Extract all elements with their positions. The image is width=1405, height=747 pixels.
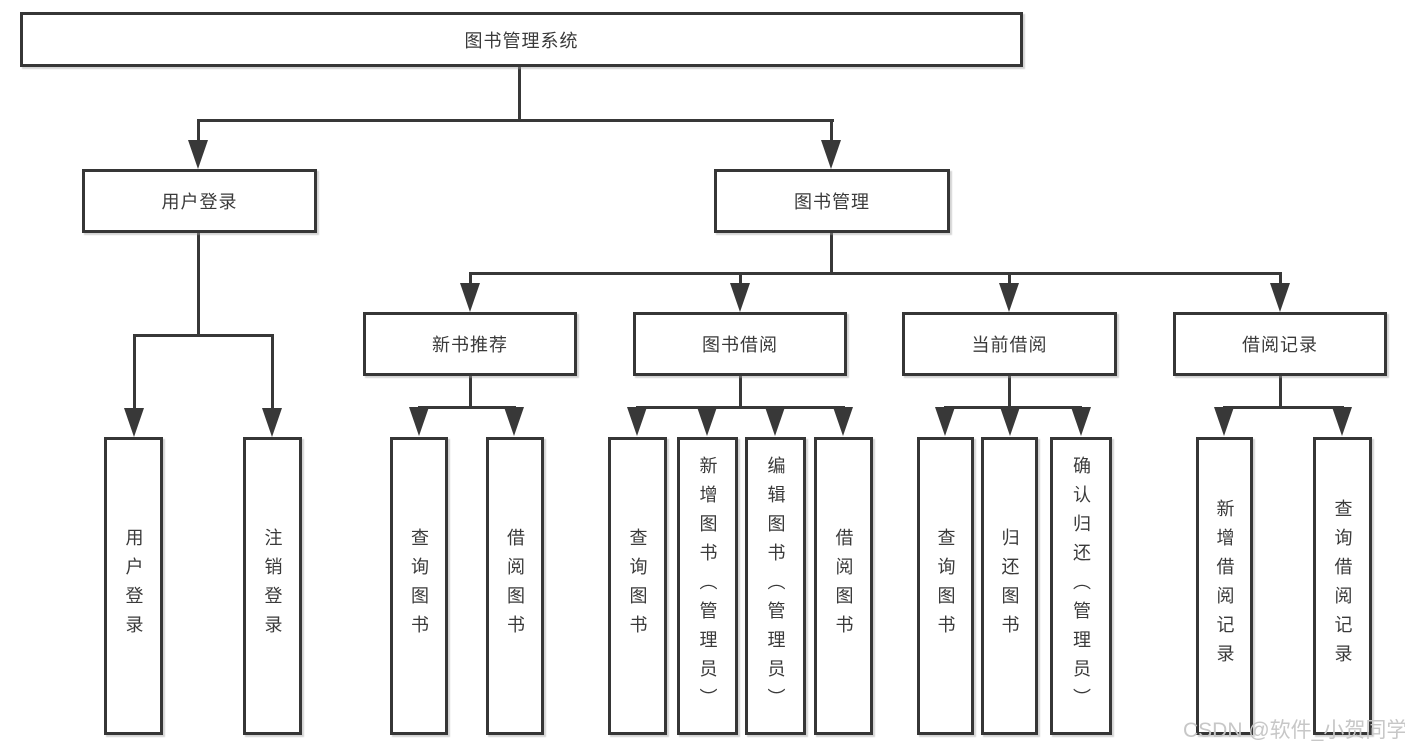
leaf-add-borrow-record: 新增借阅记录 [1196, 437, 1253, 735]
arrow-level3-icon [460, 283, 480, 312]
node-book-management-label: 图书管理 [794, 192, 870, 212]
connector-leaf-drop [271, 334, 274, 412]
node-new-book-recommend: 新书推荐 [363, 312, 577, 376]
node-current-borrow: 当前借阅 [902, 312, 1117, 376]
arrow-leaf-icon [833, 407, 853, 436]
arrow-leaf-icon [409, 407, 429, 436]
node-new-book-recommend-label: 新书推荐 [432, 335, 508, 355]
leaf-query-books-recommend: 查询图书 [390, 437, 448, 735]
leaf-query-borrow-record-label: 查询借阅记录 [1332, 499, 1353, 673]
arrow-leaf-icon [1000, 407, 1020, 436]
node-book-management: 图书管理 [714, 169, 950, 233]
leaf-return-book-label: 归还图书 [999, 528, 1020, 644]
leaf-logout: 注销登录 [243, 437, 302, 735]
connector-book-management-drop [830, 119, 833, 145]
connector-root-stem [518, 65, 521, 122]
connector-recommend-stem [469, 376, 472, 409]
leaf-return-book: 归还图书 [981, 437, 1038, 735]
leaf-query-books-current-label: 查询图书 [935, 528, 956, 644]
connector-book-management-stem [830, 233, 833, 275]
leaf-user-login: 用户登录 [104, 437, 163, 735]
node-book-borrow: 图书借阅 [633, 312, 847, 376]
csdn-watermark: CSDN @软件_小贺同学 [1183, 719, 1405, 742]
leaf-add-borrow-record-label: 新增借阅记录 [1214, 499, 1235, 673]
arrow-leaf-icon [697, 407, 717, 436]
connector-user-login-drop [197, 119, 200, 145]
connector-borrow-stem [739, 376, 742, 409]
connector-level3-drop [1279, 272, 1282, 288]
arrow-leaf-icon [1214, 407, 1234, 436]
arrow-leaf-icon [124, 408, 144, 437]
connector-user-login-stem [197, 233, 200, 337]
connector-borrow-rail [636, 406, 845, 409]
node-borrow-records-label: 借阅记录 [1242, 335, 1318, 355]
arrow-leaf-icon [262, 408, 282, 437]
leaf-borrow-books-recommend-label: 借阅图书 [505, 528, 525, 644]
node-user-login-label: 用户登录 [161, 192, 238, 212]
connector-level3-drop [1008, 272, 1011, 288]
arrow-leaf-icon [504, 407, 524, 436]
leaf-confirm-return-admin-label: 确认归还（管理员） [1071, 455, 1091, 717]
arrow-leaf-icon [1071, 407, 1091, 436]
arrow-leaf-icon [765, 407, 785, 436]
arrow-level3-icon [999, 283, 1019, 312]
arrow-level3-icon [730, 283, 750, 312]
arrow-leaf-icon [935, 407, 955, 436]
node-current-borrow-label: 当前借阅 [971, 335, 1048, 355]
node-book-borrow-label: 图书借阅 [702, 335, 778, 355]
connector-records-stem [1279, 376, 1282, 409]
node-user-login: 用户登录 [82, 169, 317, 233]
leaf-add-book-admin-label: 新增图书（管理员） [697, 455, 718, 717]
leaf-confirm-return-admin: 确认归还（管理员） [1050, 437, 1112, 735]
leaf-borrow-books: 借阅图书 [814, 437, 873, 735]
connector-level3-rail [469, 272, 1282, 275]
arrow-book-management-icon [821, 140, 841, 169]
connector-user-leaves-rail [133, 334, 274, 337]
leaf-query-books-current: 查询图书 [917, 437, 974, 735]
connector-level3-drop [469, 272, 472, 288]
leaf-borrow-books-recommend: 借阅图书 [486, 437, 544, 735]
arrow-leaf-icon [627, 407, 647, 436]
node-root-label: 图书管理系统 [464, 30, 579, 51]
leaf-borrow-books-label: 借阅图书 [833, 528, 854, 644]
node-borrow-records: 借阅记录 [1173, 312, 1387, 376]
arrow-leaf-icon [1332, 407, 1352, 436]
arrow-level3-icon [1270, 283, 1290, 312]
leaf-query-borrow-record: 查询借阅记录 [1313, 437, 1372, 735]
leaf-edit-book-admin-label: 编辑图书（管理员） [765, 455, 786, 717]
leaf-logout-label: 注销登录 [262, 528, 283, 644]
leaf-user-login-label: 用户登录 [123, 528, 144, 644]
arrow-user-login-icon [188, 140, 208, 169]
leaf-query-books-borrow: 查询图书 [608, 437, 667, 735]
connector-level2-rail [197, 119, 834, 122]
node-root: 图书管理系统 [20, 12, 1023, 67]
leaf-query-books-recommend-label: 查询图书 [409, 528, 429, 644]
leaf-query-books-borrow-label: 查询图书 [627, 528, 648, 644]
leaf-add-book-admin: 新增图书（管理员） [677, 437, 738, 735]
connector-leaf-drop [133, 334, 136, 412]
connector-current-stem [1008, 376, 1011, 409]
connector-recommend-rail [418, 406, 516, 409]
connector-records-rail [1223, 406, 1344, 409]
leaf-edit-book-admin: 编辑图书（管理员） [745, 437, 806, 735]
connector-level3-drop [739, 272, 742, 288]
